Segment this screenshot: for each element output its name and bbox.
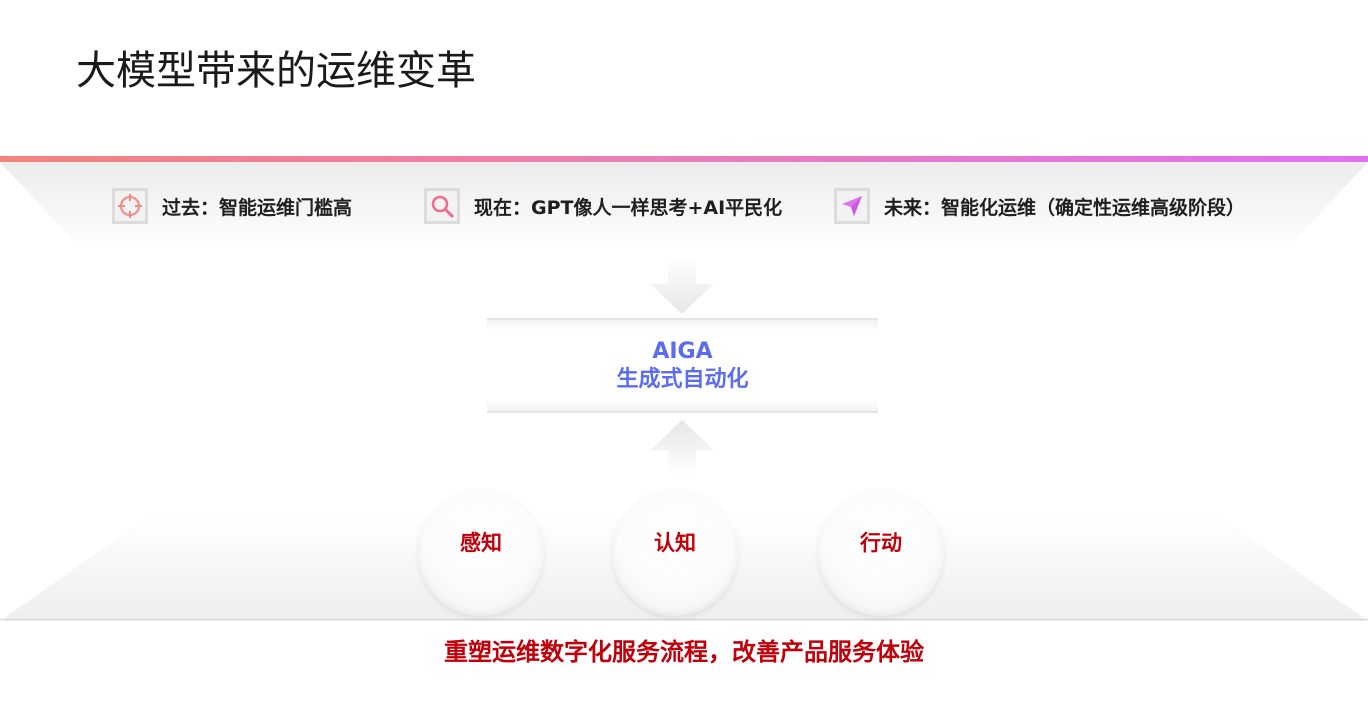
era-present: 现在：GPT像人一样思考+AI平民化 (424, 186, 782, 226)
era-present-label: 现在：GPT像人一样思考+AI平民化 (474, 196, 783, 219)
era-past-label: 过去：智能运维门槛高 (162, 196, 353, 219)
arrow-up-icon (650, 420, 714, 476)
aiga-title: AIGA (652, 338, 713, 364)
gradient-divider (0, 156, 1368, 162)
capability-perception: 感知 (418, 490, 544, 616)
capability-cognition-label: 认知 (654, 531, 696, 555)
capability-cognition: 认知 (612, 490, 738, 616)
era-past: 过去：智能运维门槛高 (112, 186, 352, 226)
era-future: 未来：智能化运维（确定性运维高级阶段） (834, 186, 1245, 226)
crosshair-icon (112, 188, 148, 224)
aiga-subtitle: 生成式自动化 (616, 366, 749, 392)
send-arrow-icon (834, 188, 870, 224)
slide-title: 大模型带来的运维变革 (76, 48, 476, 94)
capability-action: 行动 (818, 490, 944, 616)
search-icon (424, 188, 460, 224)
footer-statement: 重塑运维数字化服务流程，改善产品服务体验 (444, 638, 924, 666)
platform-edge (0, 619, 1368, 620)
capability-action-label: 行动 (860, 531, 902, 555)
capability-perception-label: 感知 (460, 531, 502, 555)
eras-band (0, 162, 1368, 250)
aiga-box: AIGA 生成式自动化 (487, 318, 878, 413)
arrow-down-icon (650, 258, 714, 314)
era-future-label: 未来：智能化运维（确定性运维高级阶段） (884, 196, 1246, 219)
